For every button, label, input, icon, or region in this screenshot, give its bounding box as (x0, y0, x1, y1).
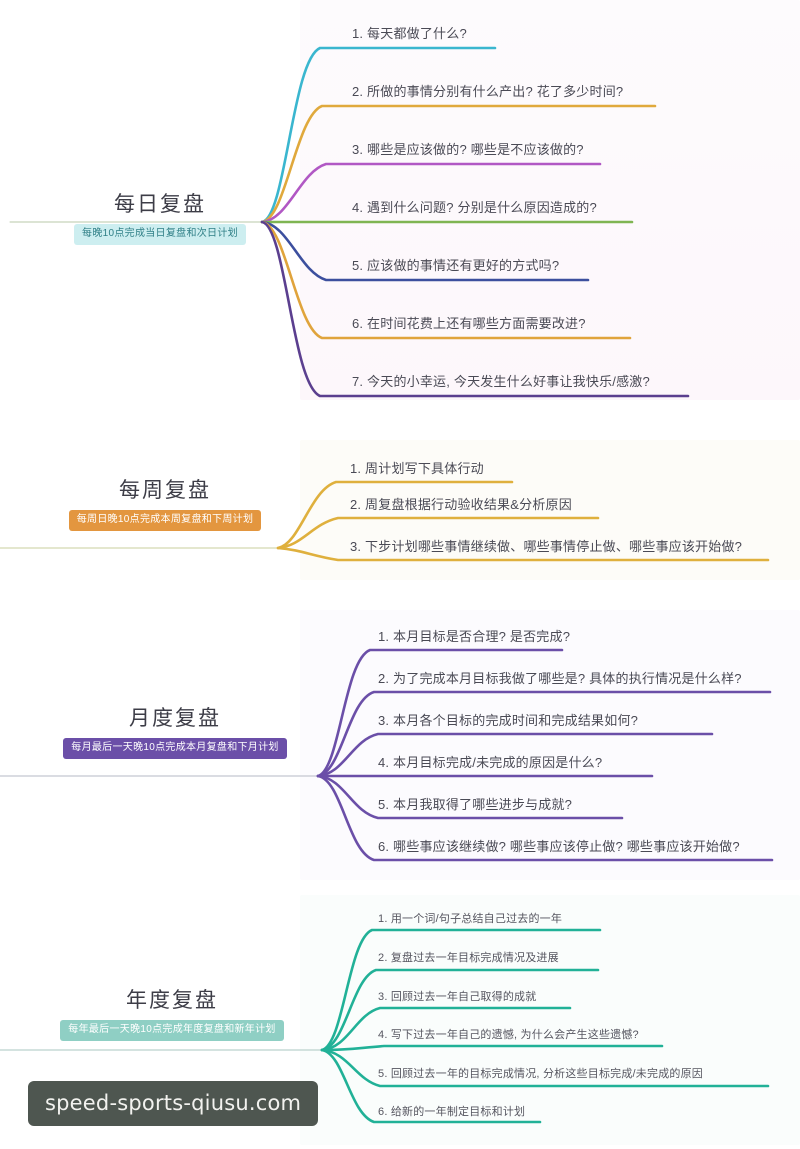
leaf-monthly-3[interactable]: 3. 本月各个目标的完成时间和完成结果如何? (378, 713, 639, 728)
leaf-daily-6[interactable]: 6. 在时间花费上还有哪些方面需要改进? (352, 316, 586, 331)
watermark-banner: speed-sports-qiusu.com (28, 1081, 319, 1126)
panel-annual (300, 895, 800, 1145)
node-weekly-badge: 每周日晚10点完成本周复盘和下周计划 (68, 510, 262, 532)
leaf-weekly-2[interactable]: 2. 周复盘根据行动验收结果&分析原因 (350, 497, 572, 512)
leaf-annual-3[interactable]: 3. 回顾过去一年自己取得的成就 (378, 991, 537, 1003)
leaf-daily-3[interactable]: 3. 哪些是应该做的? 哪些是不应该做的? (352, 142, 584, 157)
leaf-annual-4[interactable]: 4. 写下过去一年自己的遗憾, 为什么会产生这些遗憾? (378, 1029, 639, 1041)
leaf-weekly-1[interactable]: 1. 周计划写下具体行动 (350, 461, 484, 476)
leaf-monthly-2[interactable]: 2. 为了完成本月目标我做了哪些是? 具体的执行情况是什么样? (378, 671, 742, 686)
leaf-daily-2[interactable]: 2. 所做的事情分别有什么产出? 花了多少时间? (352, 84, 624, 99)
leaf-monthly-1[interactable]: 1. 本月目标是否合理? 是否完成? (378, 629, 571, 644)
node-annual-title: 年度复盘 (126, 989, 218, 1012)
leaf-daily-7[interactable]: 7. 今天的小幸运, 今天发生什么好事让我快乐/感激? (352, 374, 650, 389)
leaf-annual-1[interactable]: 1. 用一个词/句子总结自己过去的一年 (378, 913, 563, 925)
leaf-monthly-4[interactable]: 4. 本月目标完成/未完成的原因是什么? (378, 755, 603, 770)
node-daily-badge: 每晚10点完成当日复盘和次日计划 (74, 224, 246, 246)
node-monthly-badge: 每月最后一天晚10点完成本月复盘和下月计划 (63, 738, 287, 760)
node-monthly-title: 月度复盘 (129, 707, 221, 730)
node-annual-badge: 每年最后一天晚10点完成年度复盘和新年计划 (60, 1020, 284, 1042)
node-weekly-title: 每周复盘 (119, 479, 211, 502)
leaf-monthly-5[interactable]: 5. 本月我取得了哪些进步与成就? (378, 797, 573, 812)
node-annual[interactable]: 年度复盘 每年最后一天晚10点完成年度复盘和新年计划 (52, 988, 292, 1042)
leaf-daily-1[interactable]: 1. 每天都做了什么? (352, 26, 467, 41)
leaf-weekly-3[interactable]: 3. 下步计划哪些事情继续做、哪些事情停止做、哪些事应该开始做? (350, 539, 743, 554)
leaf-daily-4[interactable]: 4. 遇到什么问题? 分别是什么原因造成的? (352, 200, 597, 215)
node-weekly[interactable]: 每周复盘 每周日晚10点完成本周复盘和下周计划 (55, 478, 275, 532)
leaf-annual-6[interactable]: 6. 给新的一年制定目标和计划 (378, 1106, 526, 1118)
leaf-monthly-6[interactable]: 6. 哪些事应该继续做? 哪些事应该停止做? 哪些事应该开始做? (378, 839, 740, 854)
node-monthly[interactable]: 月度复盘 每月最后一天晚10点完成本月复盘和下月计划 (50, 706, 300, 760)
node-daily[interactable]: 每日复盘 每晚10点完成当日复盘和次日计划 (60, 192, 260, 246)
leaf-annual-5[interactable]: 5. 回顾过去一年的目标完成情况, 分析这些目标完成/未完成的原因 (378, 1068, 703, 1080)
node-daily-title: 每日复盘 (114, 193, 206, 216)
leaf-daily-5[interactable]: 5. 应该做的事情还有更好的方式吗? (352, 258, 560, 273)
leaf-annual-2[interactable]: 2. 复盘过去一年目标完成情况及进展 (378, 952, 559, 964)
